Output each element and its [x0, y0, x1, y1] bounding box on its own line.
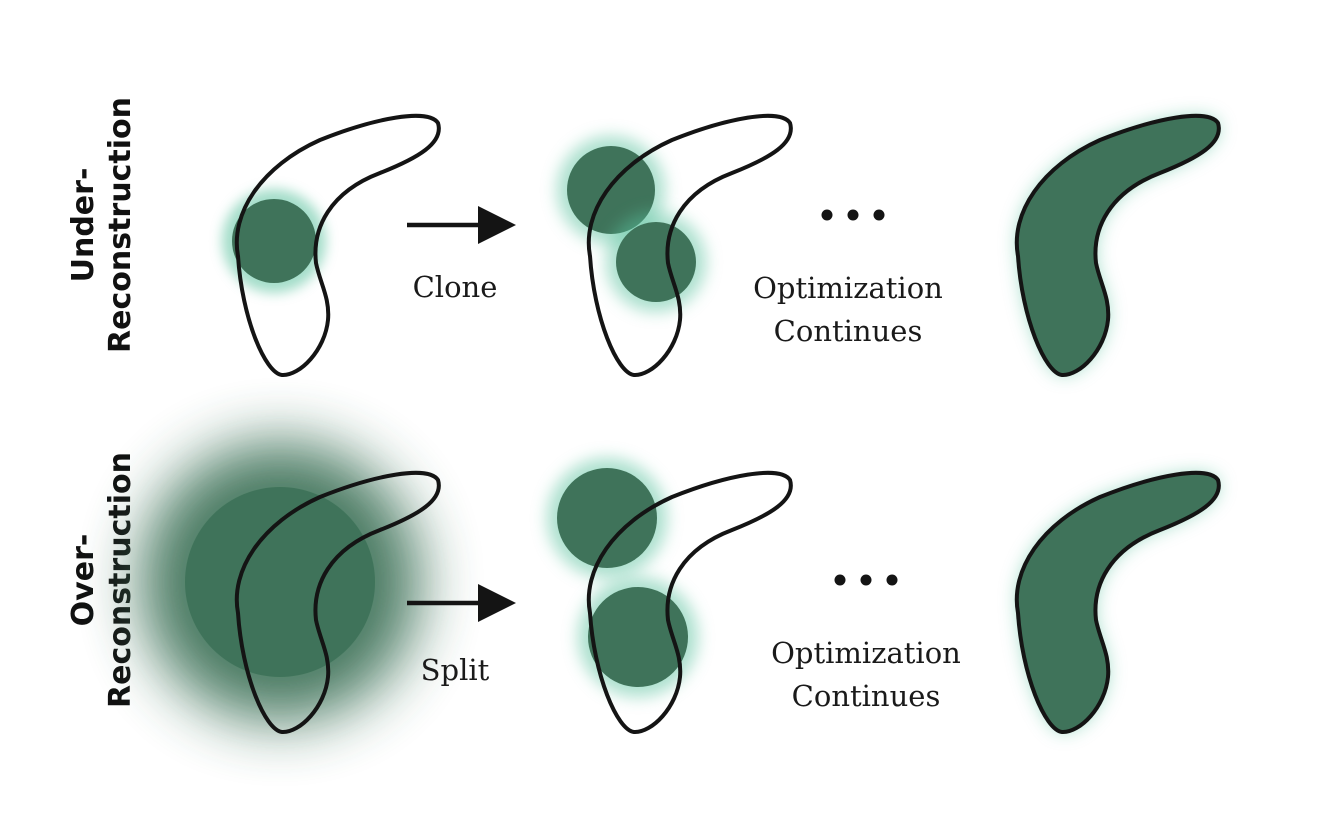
- split-gaussian-top: [547, 458, 667, 578]
- row-label-over-line1: Over-: [66, 534, 101, 627]
- row-label-over-reconstruction: Over- Reconstruction: [66, 452, 138, 708]
- under-result-panel: [1014, 113, 1221, 378]
- row-label-under-line1: Under-: [66, 168, 101, 283]
- row-label-under-line2: Reconstruction: [103, 97, 138, 353]
- over-initial-gaussian: [140, 442, 420, 722]
- under-optimization-line1: Optimization: [753, 271, 943, 305]
- over-result-panel: [1014, 470, 1221, 735]
- cloned-gaussian-bottom: [606, 212, 706, 312]
- row-label-over-line2: Reconstruction: [103, 452, 138, 708]
- clone-label: Clone: [413, 270, 498, 304]
- under-cloned-panel: [557, 113, 793, 378]
- over-split-panel: [547, 458, 793, 735]
- split-label: Split: [421, 653, 490, 687]
- split-arrow: [407, 584, 516, 622]
- clone-arrow: [407, 206, 516, 244]
- over-ellipsis: [834, 574, 898, 586]
- under-optimization-line2: Continues: [774, 314, 923, 348]
- under-initial-panel: [222, 113, 441, 378]
- over-initial-panel: [140, 442, 441, 735]
- over-optimization-line2: Continues: [792, 679, 941, 713]
- under-initial-gaussian: [222, 189, 326, 293]
- under-ellipsis: [821, 209, 885, 221]
- over-optimization-line1: Optimization: [771, 636, 961, 670]
- row-label-under-reconstruction: Under- Reconstruction: [66, 97, 138, 353]
